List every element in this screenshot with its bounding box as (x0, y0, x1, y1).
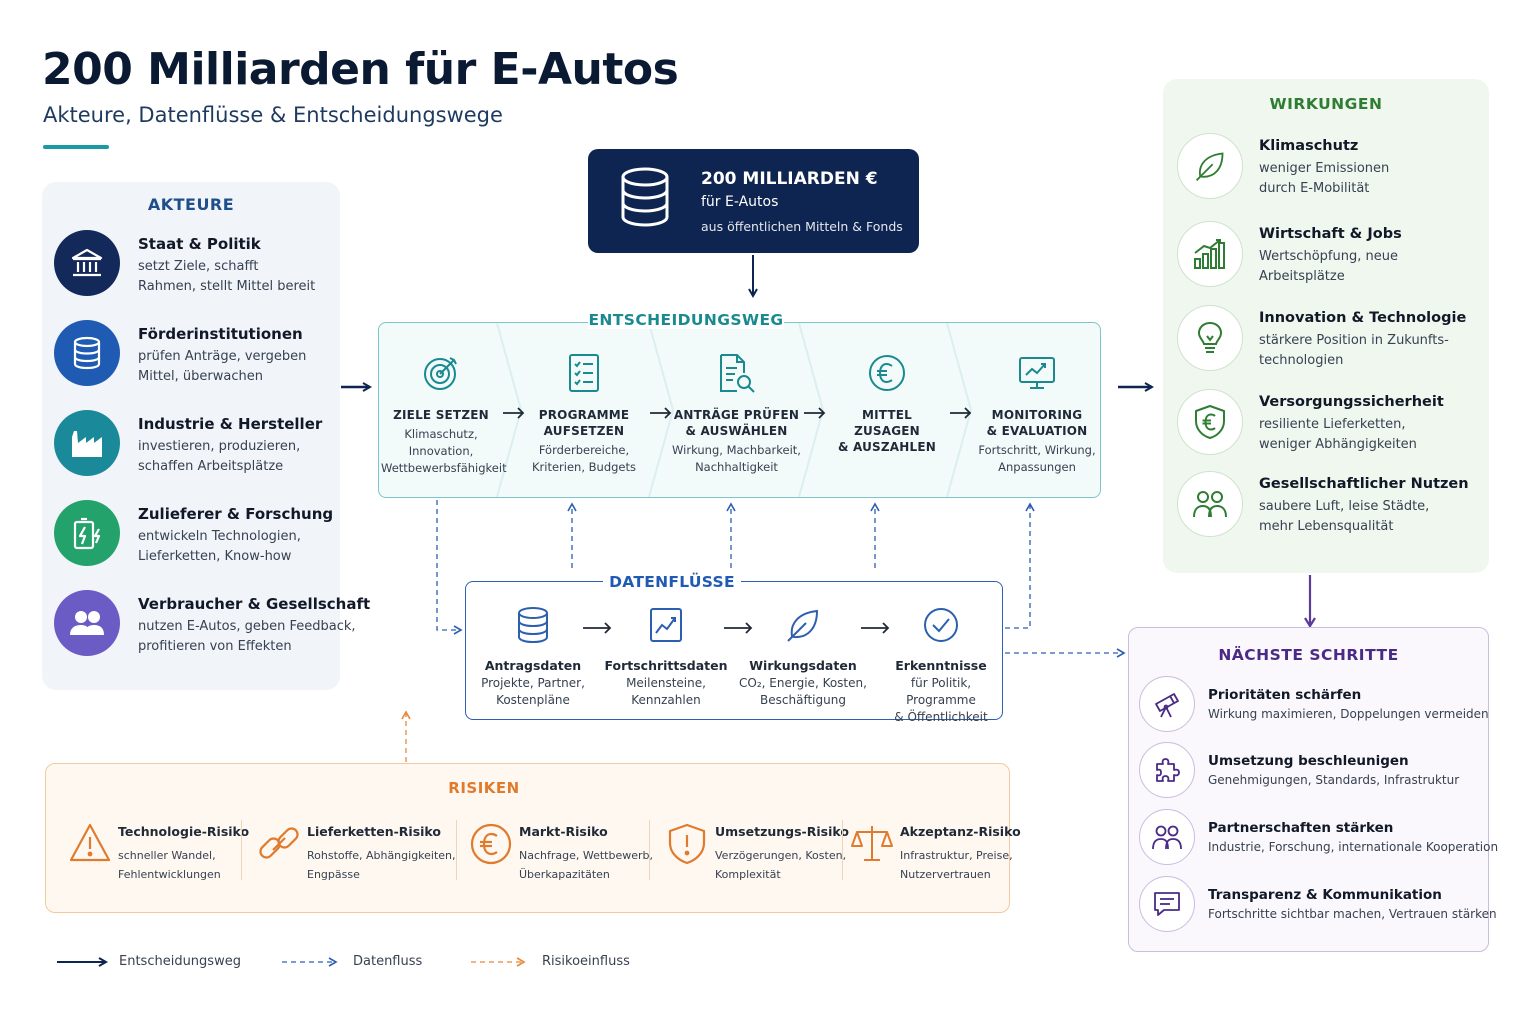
page-title: 200 Milliarden für E-Autos (42, 44, 679, 95)
data-flow-left (436, 500, 463, 635)
puzzle-icon (1139, 742, 1195, 798)
legend-data-label: Datenfluss (353, 954, 423, 969)
growth-chart-icon (1177, 221, 1243, 287)
datenfluesse-heading: DATENFLÜSSE (603, 573, 741, 591)
actor-desc: investieren, produzieren,schaffen Arbeit… (138, 439, 301, 474)
step-ziele-setzen: ZIELE SETZEN Klimaschutz,Innovation,Wett… (381, 353, 507, 477)
euro-coin-icon (827, 353, 947, 393)
document-search-icon (669, 353, 804, 393)
risiken-heading: RISIKEN (448, 779, 520, 797)
next-step-transparenz: Transparenz & Kommunikation Fortschritte… (1139, 876, 1497, 936)
people-icon (54, 590, 120, 656)
risk-divider (649, 820, 650, 880)
funding-subtitle: für E-Autos (701, 194, 779, 210)
step-monitoring: MONITORING& EVALUATION Fortschritt, Wirk… (977, 353, 1097, 476)
target-icon (381, 353, 501, 393)
data-item-erkenntnisse: Erkenntnisse für Politik, Programme& Öff… (876, 606, 1006, 726)
risk-divider (456, 820, 457, 880)
datenfluesse-panel: Antragsdaten Projekte, Partner,Kostenplä… (465, 581, 1003, 724)
naechste-schritte-panel: NÄCHSTE SCHRITTE Prioritäten schärfen Wi… (1128, 627, 1498, 952)
next-step-umsetzung: Umsetzung beschleunigen Genehmigungen, S… (1139, 742, 1484, 802)
funding-note: aus öffentlichen Mitteln & Fonds (701, 219, 903, 234)
government-building-icon (54, 230, 120, 296)
actor-title: Zulieferer & Forschung (138, 505, 334, 523)
next-step-prioritaeten: Prioritäten schärfen Wirkung maximieren,… (1139, 676, 1489, 736)
actor-zulieferer: Zulieferer & Forschung entwickeln Techno… (54, 500, 344, 570)
effect-innovation: Innovation & Technologie stärkere Positi… (1177, 305, 1487, 375)
factory-icon (54, 410, 120, 476)
leaf-icon (1177, 133, 1243, 199)
risk-divider (842, 820, 843, 880)
naechste-heading: NÄCHSTE SCHRITTE (1218, 646, 1399, 664)
warning-triangle-icon (68, 822, 112, 866)
risiken-panel: RISIKEN Technologie-Risiko schneller Wan… (45, 763, 1021, 913)
actor-title: Verbraucher & Gesellschaft (138, 595, 371, 613)
entscheidungsweg-heading: ENTSCHEIDUNGSWEG (588, 311, 784, 329)
actor-desc: entwickeln Technologien,Lieferketten, Kn… (138, 529, 301, 564)
actor-verbraucher: Verbraucher & Gesellschaft nutzen E-Auto… (54, 590, 370, 660)
euro-circle-icon (469, 822, 513, 866)
next-step-partnerschaften: Partnerschaften stärken Industrie, Forsc… (1139, 809, 1498, 869)
people-icon (1139, 809, 1195, 865)
database-icon (468, 606, 598, 646)
leaf-icon (738, 606, 868, 646)
actor-title: Industrie & Hersteller (138, 415, 323, 433)
telescope-icon (1139, 676, 1195, 732)
step-mittel-zusagen: MITTEL ZUSAGEN& AUSZAHLEN (827, 353, 947, 455)
checklist-icon (524, 353, 644, 393)
akteure-panel: AKTEURE Staat & Politik setzt Ziele, sch… (42, 182, 370, 690)
shield-alert-icon (665, 822, 709, 866)
effect-versorgung: Versorgungssicherheit resiliente Lieferk… (1177, 389, 1487, 459)
step-arrows (503, 407, 972, 419)
legend-decision-label: Entscheidungsweg (119, 954, 241, 969)
scales-icon (850, 822, 894, 866)
entscheidungsweg-panel: ZIELE SETZEN Klimaschutz,Innovation,Wett… (378, 322, 1101, 498)
page-subtitle: Akteure, Datenflüsse & Entscheidungswege (43, 103, 503, 127)
akteure-heading: AKTEURE (147, 195, 235, 214)
step-antraege-pruefen: ANTRÄGE PRÜFEN& AUSWÄHLEN Wirkung, Machb… (669, 353, 804, 476)
people-icon (1177, 471, 1243, 537)
battery-charge-icon (54, 500, 120, 566)
data-item-fortschrittsdaten: Fortschrittsdaten Meilensteine,Kennzahle… (604, 606, 728, 709)
database-icon (618, 165, 672, 231)
actor-title: Staat & Politik (138, 235, 261, 253)
actor-desc: nutzen E-Autos, geben Feedback,profitier… (138, 619, 356, 654)
risk-divider (241, 820, 242, 880)
chain-link-icon (257, 822, 301, 866)
actor-industrie: Industrie & Hersteller investieren, prod… (54, 410, 344, 480)
line-chart-icon (604, 606, 728, 646)
data-arrows (583, 622, 890, 634)
funding-amount: 200 MILLIARDEN € (701, 169, 878, 189)
monitor-chart-icon (977, 353, 1097, 393)
check-circle-icon (876, 606, 1006, 646)
data-item-wirkungsdaten: Wirkungsdaten CO₂, Energie, Kosten,Besch… (738, 606, 868, 709)
funding-box: 200 MILLIARDEN € für E-Autos aus öffentl… (588, 149, 919, 253)
chat-icon (1139, 876, 1195, 932)
actor-title: Förderinstitutionen (138, 325, 303, 343)
data-item-antragsdaten: Antragsdaten Projekte, Partner,Kostenplä… (468, 606, 598, 709)
shield-euro-icon (1177, 389, 1243, 455)
database-icon (54, 320, 120, 386)
title-underline (43, 145, 109, 149)
wirkungen-heading: WIRKUNGEN (1269, 95, 1383, 113)
lightbulb-icon (1177, 305, 1243, 371)
wirkungen-panel: WIRKUNGEN Klimaschutz weniger Emissionen… (1163, 79, 1489, 573)
legend-risk-label: Risikoeinfluss (542, 954, 630, 969)
actor-foerder: Förderinstitutionen prüfen Anträge, verg… (54, 320, 344, 390)
effect-gesellschaft: Gesellschaftlicher Nutzen saubere Luft, … (1177, 471, 1487, 541)
data-flow-right (1005, 502, 1035, 629)
